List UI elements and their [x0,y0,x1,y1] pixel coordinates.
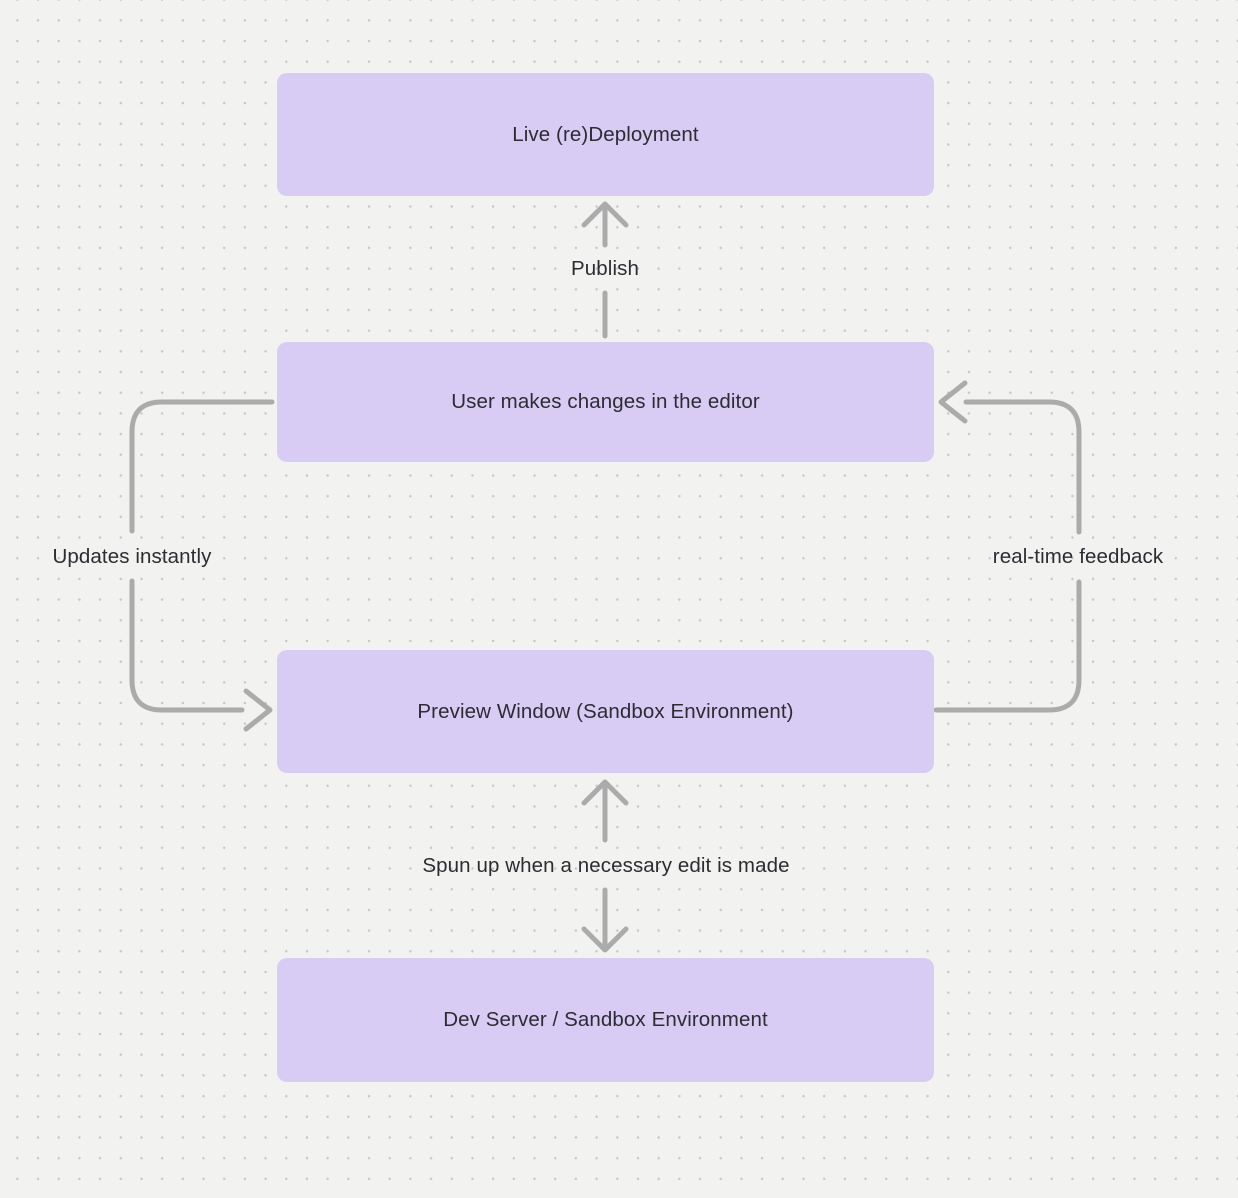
edge-label-publish: Publish [571,257,639,280]
edge-label-spun-up: Spun up when a necessary edit is made [422,854,790,877]
node-live-redeployment[interactable]: Live (re)Deployment [277,73,934,196]
connector-group [129,201,1082,953]
node-dev-server-label: Dev Server / Sandbox Environment [443,1008,768,1031]
node-live-redeployment-label: Live (re)Deployment [512,122,699,146]
node-user-editor-label: User makes changes in the editor [451,390,760,413]
edge-label-realtime-feedback: real-time feedback [992,545,1164,568]
node-preview-window[interactable]: Preview Window (Sandbox Environment) [277,650,934,773]
node-dev-server[interactable]: Dev Server / Sandbox Environment [277,958,934,1082]
edge-label-updates-instantly: Updates instantly [52,545,212,568]
node-user-editor[interactable]: User makes changes in the editor [277,342,934,462]
node-preview-window-label: Preview Window (Sandbox Environment) [417,699,794,723]
